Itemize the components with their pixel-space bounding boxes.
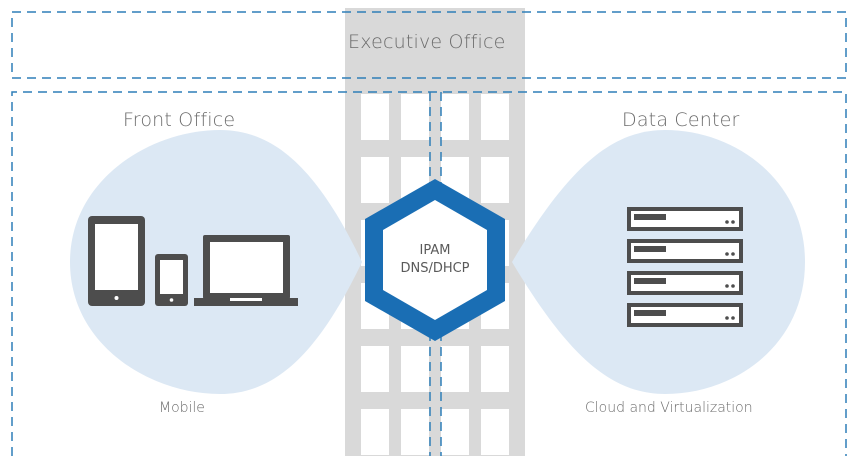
- server-icon: [627, 239, 743, 263]
- server-icon: [627, 303, 743, 327]
- building-window: [441, 409, 469, 455]
- tablet-icon: [88, 216, 145, 306]
- building-window: [361, 157, 389, 203]
- building-window: [441, 94, 469, 140]
- executive-office-label: Executive Office: [348, 31, 506, 53]
- building-window: [401, 346, 429, 392]
- building-window: [361, 409, 389, 455]
- data-center-label: Data Center: [622, 109, 740, 131]
- lower-zone-boundary: [11, 91, 847, 456]
- hub-label-ipam: IPAM: [419, 243, 451, 258]
- mobile-caption: Mobile: [159, 400, 205, 416]
- hub-label: IPAM DNS/DHCP: [375, 242, 495, 278]
- building-window: [441, 346, 469, 392]
- building-window: [361, 94, 389, 140]
- building-window: [481, 409, 509, 455]
- building-window: [481, 157, 509, 203]
- building-window: [361, 346, 389, 392]
- building-window: [481, 94, 509, 140]
- laptop-icon: [194, 235, 298, 306]
- building-window: [401, 409, 429, 455]
- cloud-virtualization-caption: Cloud and Virtualization: [585, 400, 753, 416]
- hub-label-dns-dhcp: DNS/DHCP: [400, 261, 470, 276]
- server-icon: [627, 207, 743, 231]
- phone-icon: [155, 254, 188, 306]
- front-office-label: Front Office: [123, 109, 236, 131]
- ipam-hub-inner: [383, 200, 487, 320]
- building-window: [401, 94, 429, 140]
- server-icon: [627, 271, 743, 295]
- building-window: [481, 346, 509, 392]
